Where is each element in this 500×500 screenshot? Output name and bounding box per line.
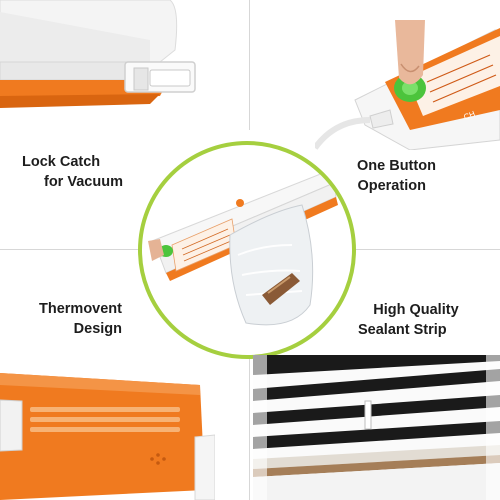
divider-vertical-top <box>249 0 250 130</box>
divider-vertical-bottom <box>249 352 250 500</box>
caption-line: Sealant Strip <box>358 322 447 338</box>
feature-caption-thermovent: Thermovent Design <box>22 299 122 339</box>
feature-caption-lock-catch: Lock Catch for Vacuum <box>22 152 123 192</box>
finger-press-icon <box>395 20 425 85</box>
vent-grille-icon <box>30 407 180 432</box>
caption-line: for Vacuum <box>44 174 123 190</box>
divider-horizontal-left <box>0 249 150 250</box>
one-button-photo: CH <box>315 20 500 150</box>
feature-caption-one-button: One Button Operation <box>357 156 436 196</box>
product-overview-circle <box>138 141 356 359</box>
divider-horizontal-right <box>350 249 500 250</box>
feature-caption-sealant-strip: High Quality Sealant Strip <box>358 300 459 340</box>
lock-catch-photo <box>0 0 215 118</box>
caption-line: Thermovent <box>39 301 122 317</box>
caption-line: Lock Catch <box>22 154 101 170</box>
sealant-strip-photo <box>253 355 500 500</box>
caption-line: Design <box>73 321 122 337</box>
thermovent-photo <box>0 355 215 500</box>
caption-line: High Quality <box>373 302 459 318</box>
caption-line: One Button <box>357 158 436 174</box>
panel-code: CH <box>462 109 476 122</box>
caption-line: Operation <box>357 178 426 194</box>
